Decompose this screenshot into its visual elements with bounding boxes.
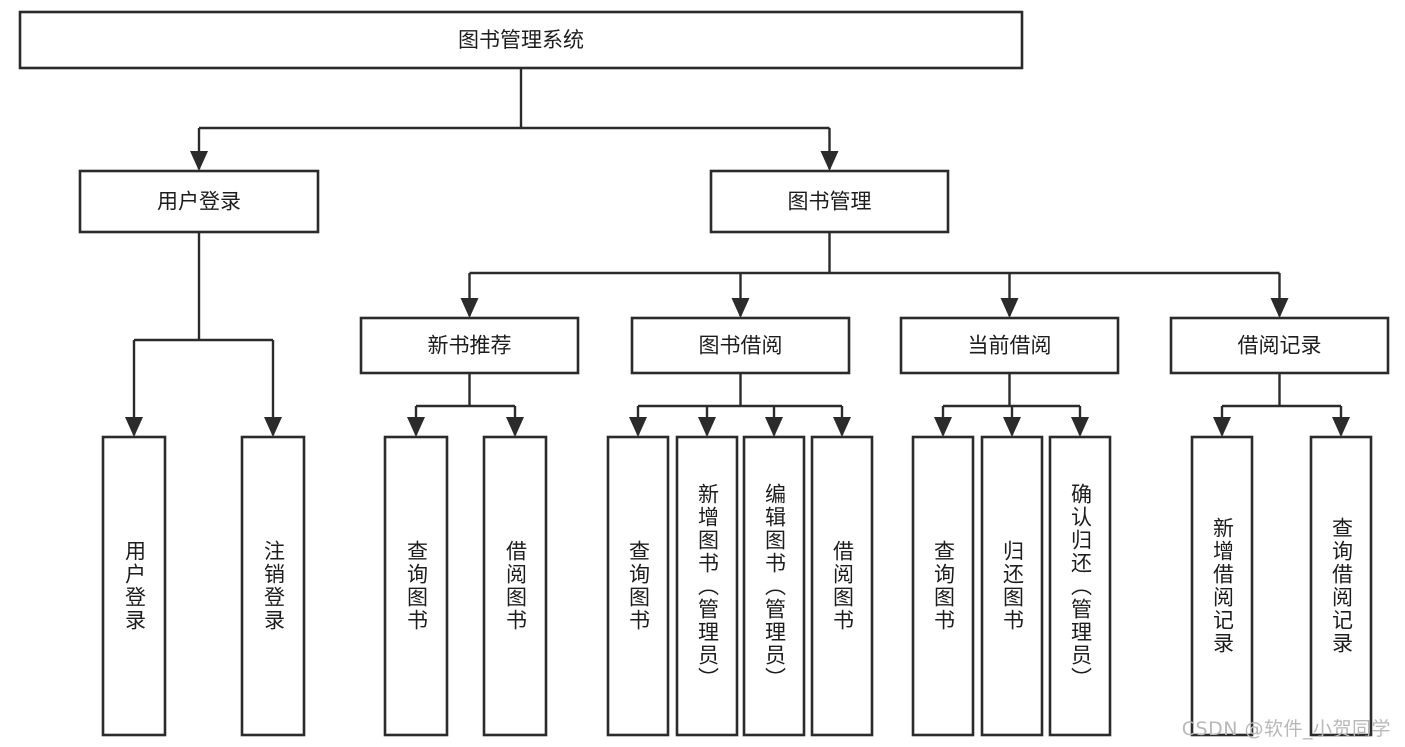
level2-node-box[interactable] xyxy=(359,316,580,375)
connector-layer xyxy=(125,68,1350,437)
leaf-node-box[interactable] xyxy=(810,435,874,737)
node-label: 新书推荐 xyxy=(428,334,512,358)
leaf-node-box[interactable] xyxy=(1309,435,1373,737)
node-label: 图书管理系统 xyxy=(458,28,584,52)
leaf-node-box[interactable] xyxy=(980,435,1044,737)
level2-node-box[interactable] xyxy=(899,316,1120,375)
level1-node-box[interactable] xyxy=(78,169,320,234)
connector-arrowhead xyxy=(765,417,783,437)
node-label: 借阅记录 xyxy=(1238,334,1322,358)
leaf-node-box[interactable] xyxy=(383,435,449,737)
connector-arrowhead xyxy=(820,151,839,171)
leaf-node-box[interactable] xyxy=(482,435,548,737)
leaf-node-box[interactable] xyxy=(911,435,975,737)
node-label: 当前借阅 xyxy=(968,334,1052,358)
connector-arrowhead xyxy=(833,417,851,437)
leaf-node-box[interactable] xyxy=(675,435,739,737)
connector-arrowhead xyxy=(629,417,647,437)
root-node-box[interactable] xyxy=(18,10,1024,70)
node-label: 图书借阅 xyxy=(699,334,783,358)
connector-arrowhead xyxy=(190,151,208,171)
connector-arrowhead xyxy=(460,298,479,318)
connector-arrowhead xyxy=(1332,417,1350,437)
level2-node-box[interactable] xyxy=(630,316,851,375)
connector-arrowhead xyxy=(1003,417,1021,437)
node-label: 用户登录 xyxy=(157,190,241,214)
connector-arrowhead xyxy=(1000,298,1019,318)
leaf-node-box[interactable] xyxy=(606,435,670,737)
leaf-node-box[interactable] xyxy=(742,435,806,737)
node-label: 图书管理 xyxy=(788,190,872,214)
connector-arrowhead xyxy=(934,417,952,437)
level2-node-box[interactable] xyxy=(1169,316,1390,375)
connector-arrowhead xyxy=(1213,417,1231,437)
watermark-text: CSDN @软件_小贺同学 xyxy=(1181,718,1391,740)
connector-arrowhead xyxy=(506,417,524,437)
connector-arrowhead xyxy=(407,417,425,437)
leaf-node-box[interactable] xyxy=(1190,435,1254,737)
connector-arrowhead xyxy=(264,417,282,437)
connector-arrowhead xyxy=(698,417,716,437)
connector-arrowhead xyxy=(1270,298,1289,318)
leaf-node-box[interactable] xyxy=(101,435,167,737)
connector-arrowhead xyxy=(1071,417,1089,437)
leaf-node-box[interactable] xyxy=(1048,435,1112,737)
leaf-node-box[interactable] xyxy=(240,435,306,737)
level1-node-box[interactable] xyxy=(709,169,950,234)
connector-arrowhead xyxy=(125,417,143,437)
box-layer xyxy=(18,10,1390,737)
connector-arrowhead xyxy=(731,298,750,318)
